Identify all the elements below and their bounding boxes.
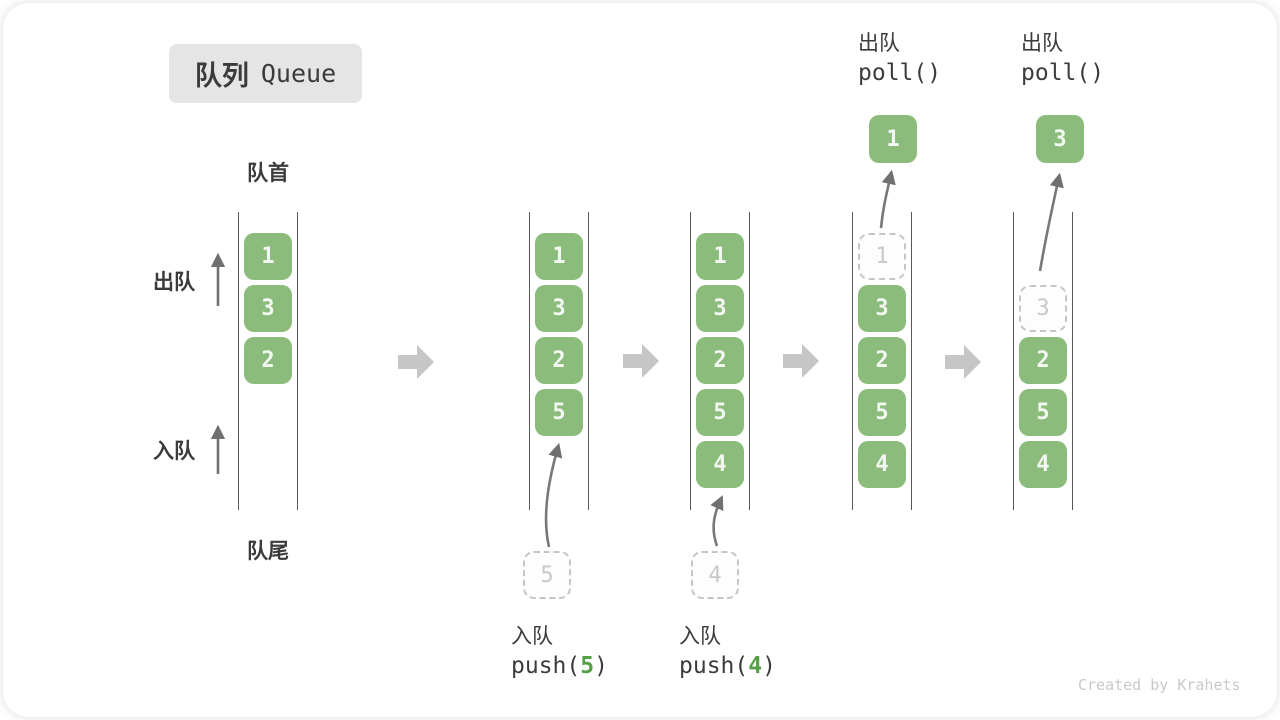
- staged-box-5: 5: [523, 551, 571, 599]
- queue-box: 3: [244, 285, 292, 332]
- queue-box: 2: [244, 337, 292, 384]
- queue-box: 3: [535, 285, 583, 332]
- queue-box: 5: [535, 389, 583, 436]
- push5-arg: 5: [580, 653, 595, 679]
- popped-box-3: 3: [1036, 115, 1084, 163]
- queue-channel-4: [852, 212, 912, 510]
- queue-channel-5: [1013, 212, 1073, 510]
- queue-box: 5: [858, 389, 906, 436]
- label-enqueue-left: 入队: [153, 440, 195, 463]
- push4-label: 入队: [679, 625, 721, 648]
- queue-box: 3: [696, 285, 744, 332]
- queue-box: 5: [696, 389, 744, 436]
- push4-fn: push(: [679, 653, 749, 679]
- queue-box: 1: [244, 233, 292, 280]
- queue-box: 2: [858, 337, 906, 384]
- queue-box: 1: [535, 233, 583, 280]
- queue-box-dashed: 3: [1019, 285, 1067, 332]
- queue-box: 4: [696, 441, 744, 488]
- push4-code: push(4): [679, 653, 776, 679]
- queue-box: 1: [696, 233, 744, 280]
- queue-box: 4: [858, 441, 906, 488]
- diagram-card: [3, 3, 1277, 717]
- queue-title-badge: 队列 Queue: [169, 44, 362, 103]
- push5-code: push(5): [511, 653, 608, 679]
- poll1-code: poll(): [858, 60, 942, 86]
- queue-title-en: Queue: [260, 59, 337, 88]
- queue-channel-3: [690, 212, 750, 510]
- queue-channel-2: [529, 212, 589, 510]
- queue-box: 5: [1019, 389, 1067, 436]
- queue-channel-1: [238, 212, 298, 510]
- queue-box: 2: [1019, 337, 1067, 384]
- poll1-label: 出队: [858, 32, 900, 55]
- queue-title-zh: 队列: [194, 61, 249, 91]
- label-queue-front: 队首: [247, 162, 289, 185]
- watermark: Created by Krahets: [1078, 676, 1241, 694]
- push5-label: 入队: [511, 625, 553, 648]
- poll3-code: poll(): [1021, 60, 1105, 86]
- queue-box: 2: [696, 337, 744, 384]
- queue-box: 3: [858, 285, 906, 332]
- queue-box: 4: [1019, 441, 1067, 488]
- label-dequeue-left: 出队: [153, 271, 195, 294]
- poll3-label: 出队: [1021, 32, 1063, 55]
- push4-close: ): [762, 653, 776, 679]
- push4-arg: 4: [748, 653, 763, 679]
- queue-box-dashed: 1: [858, 233, 906, 280]
- staged-box-4: 4: [691, 551, 739, 599]
- push5-fn: push(: [511, 653, 581, 679]
- queue-box: 2: [535, 337, 583, 384]
- label-queue-rear: 队尾: [247, 540, 289, 563]
- push5-close: ): [594, 653, 608, 679]
- popped-box-1: 1: [869, 115, 917, 163]
